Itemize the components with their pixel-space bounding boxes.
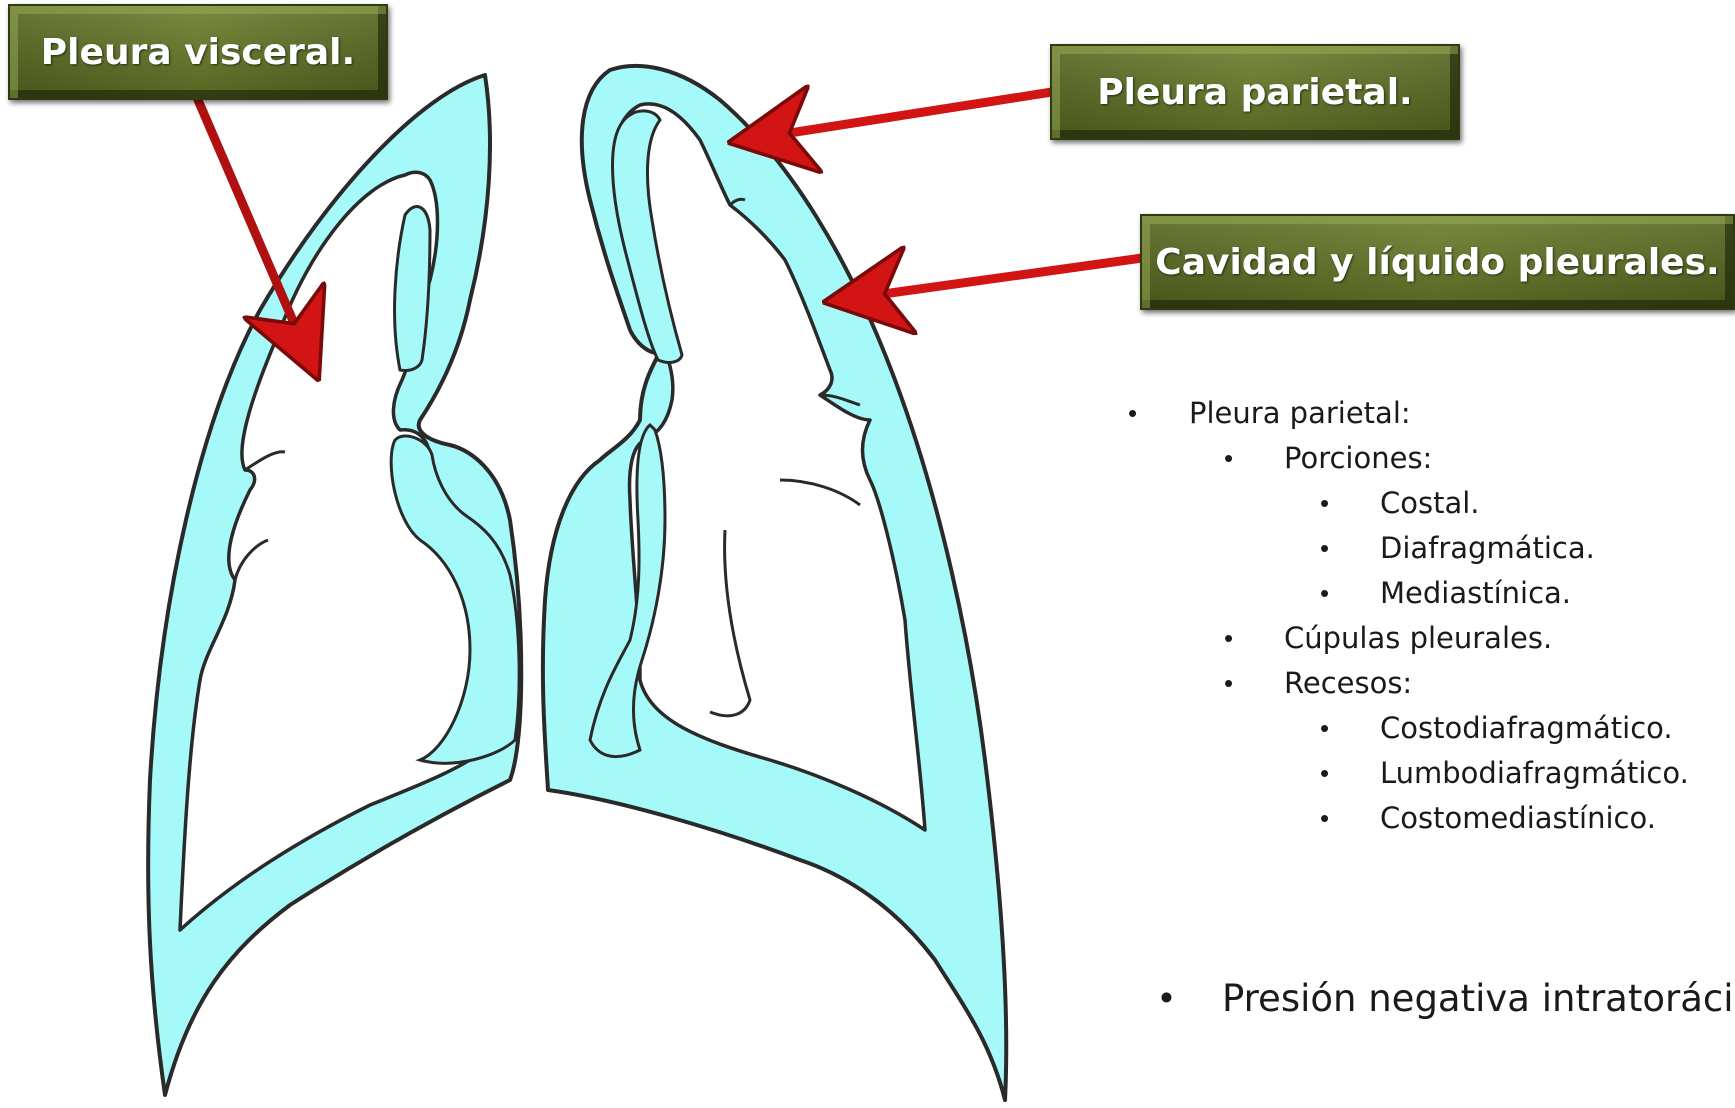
label-cavidad-liquido-text: Cavidad y líquido pleurales.: [1155, 242, 1719, 283]
note-presion-negativa: Presión negativa intratorácica.: [1222, 977, 1735, 1020]
note-recesos: Recesos:: [1284, 666, 1412, 700]
label-cavidad-liquido: Cavidad y líquido pleurales.: [1140, 214, 1735, 310]
left-lung: [148, 75, 521, 1095]
right-lung: [543, 66, 1006, 1100]
label-pleura-parietal: Pleura parietal.: [1050, 44, 1460, 140]
label-pleura-visceral-text: Pleura visceral.: [41, 32, 355, 73]
note-cupulas: Cúpulas pleurales.: [1284, 621, 1552, 655]
label-pleura-visceral: Pleura visceral.: [8, 4, 388, 100]
note-porciones: Porciones:: [1284, 441, 1432, 475]
note-pleura-parietal: Pleura parietal:: [1189, 396, 1411, 430]
label-pleura-parietal-text: Pleura parietal.: [1097, 72, 1412, 113]
note-diafragmatica: Diafragmática.: [1380, 531, 1595, 565]
note-mediastinica: Mediastínica.: [1380, 576, 1571, 610]
note-lumbodiafragmatico: Lumbodiafragmático.: [1380, 756, 1689, 790]
note-costal: Costal.: [1380, 486, 1480, 520]
bullet-presion: •: [1160, 977, 1173, 1019]
note-costomediastinico: Costomediastínico.: [1380, 801, 1656, 835]
note-costodiafragmatico: Costodiafragmático.: [1380, 711, 1673, 745]
arrow-parietal: [745, 92, 1052, 140]
arrow-cavidad: [840, 258, 1142, 300]
